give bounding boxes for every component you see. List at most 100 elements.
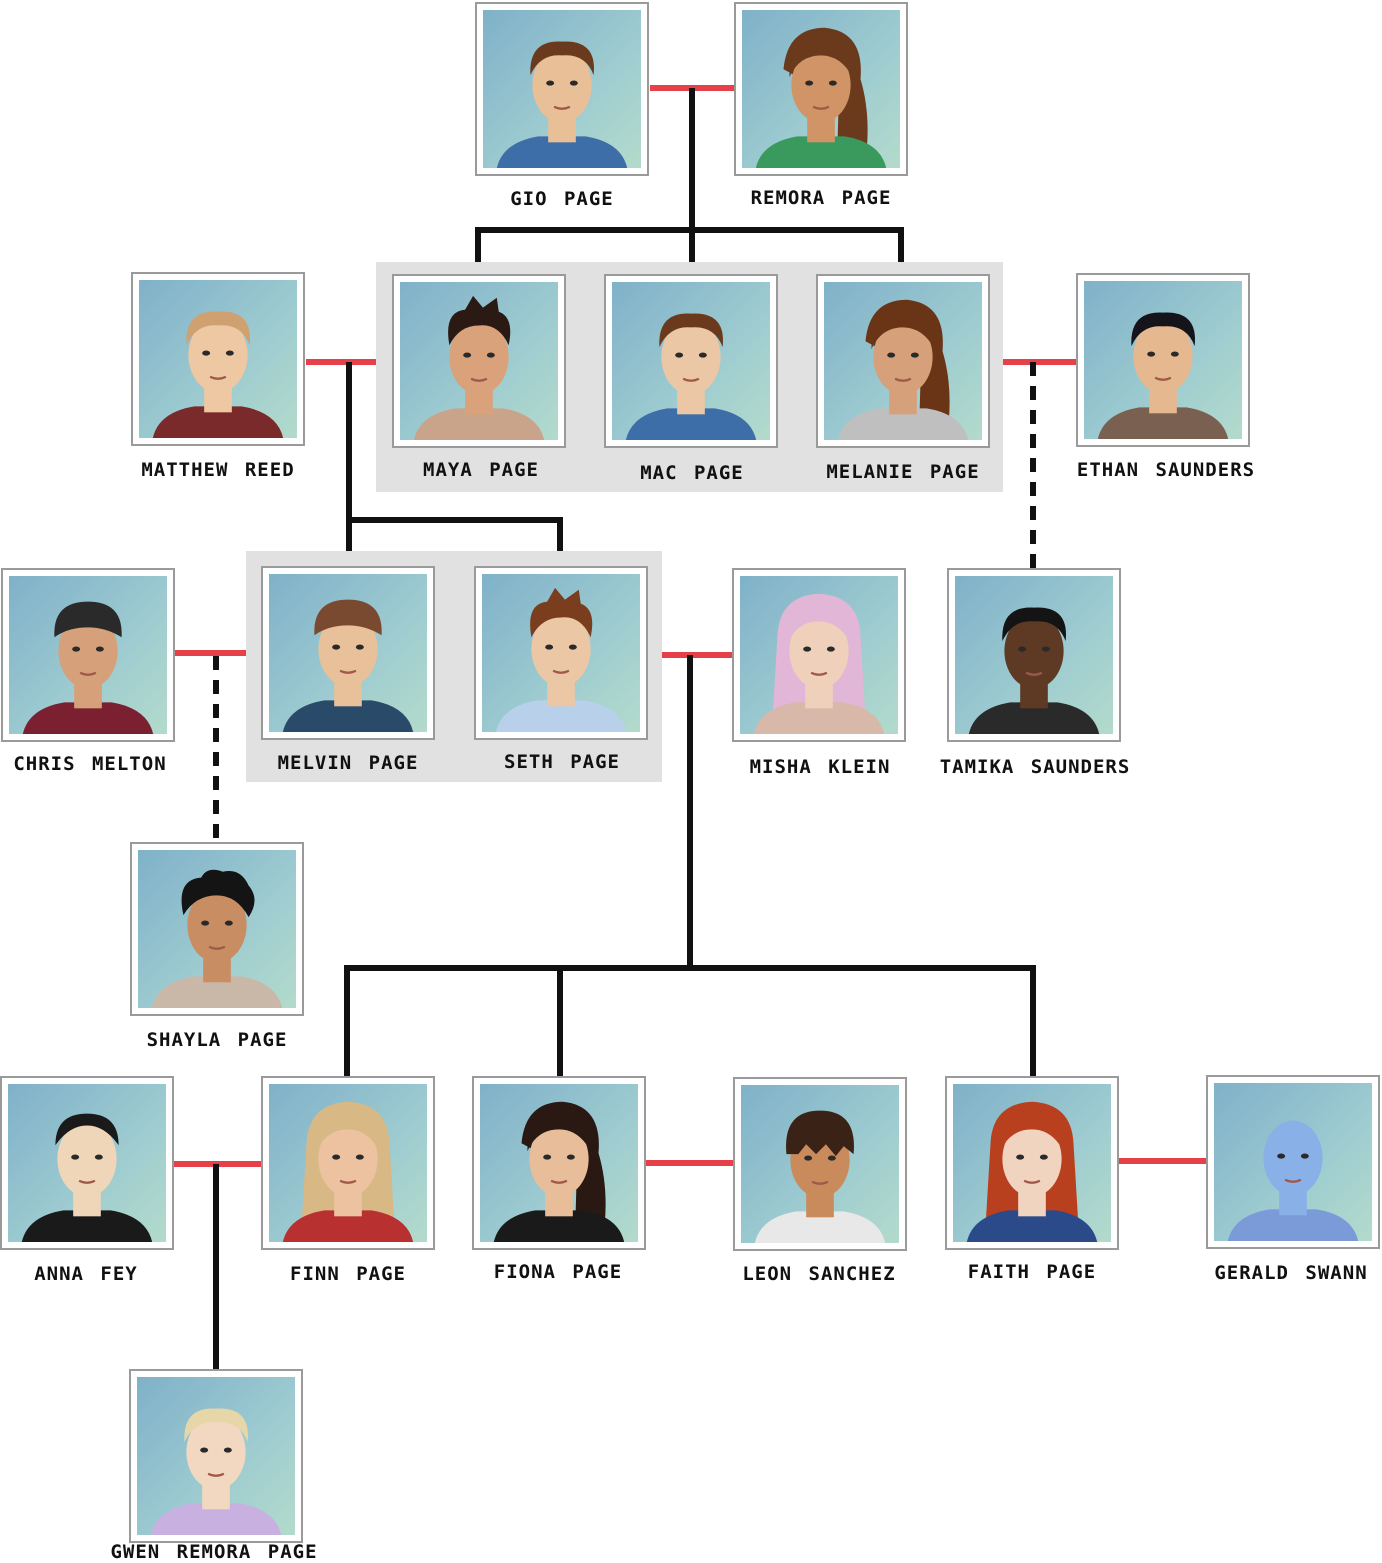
- name-finn-page: FINN PAGE: [290, 1263, 406, 1285]
- shirt-shape: [150, 1503, 282, 1535]
- right-eye-shape: [223, 1447, 232, 1453]
- right-eye-shape: [569, 80, 578, 86]
- mouth-shape: [682, 377, 700, 382]
- shirt-shape: [282, 700, 414, 732]
- left-eye-shape: [887, 352, 896, 358]
- portrait-drawing: [625, 313, 757, 440]
- hair-top-shape: [314, 599, 382, 636]
- name-melanie-page: MELANIE PAGE: [826, 461, 980, 483]
- name-remora-page: REMORA PAGE: [750, 187, 892, 209]
- right-eye-shape: [1170, 351, 1179, 357]
- card-finn-page[interactable]: [261, 1076, 435, 1250]
- mouth-shape: [339, 669, 357, 674]
- portrait-image: [482, 574, 640, 732]
- face-shape: [529, 1121, 589, 1197]
- face-shape: [789, 613, 849, 689]
- name-faith-page: FAITH PAGE: [967, 1261, 1097, 1283]
- card-ethan-saunders[interactable]: [1076, 273, 1250, 447]
- mouth-shape: [207, 1472, 225, 1477]
- right-eye-shape: [1300, 1153, 1309, 1159]
- card-melvin-page[interactable]: [261, 566, 435, 740]
- portrait-image: [742, 10, 900, 168]
- mouth-shape: [209, 375, 227, 380]
- card-faith-page[interactable]: [945, 1076, 1119, 1250]
- shirt-shape: [282, 1210, 414, 1242]
- card-mac-page[interactable]: [604, 274, 778, 448]
- left-eye-shape: [803, 646, 812, 652]
- portrait-drawing: [966, 1101, 1098, 1242]
- name-shayla-page: SHAYLA PAGE: [146, 1029, 288, 1051]
- portrait-drawing: [282, 1101, 414, 1242]
- hair-top-shape: [1002, 607, 1066, 642]
- left-eye-shape: [675, 352, 684, 358]
- card-anna-fey[interactable]: [0, 1076, 174, 1250]
- face-shape: [1263, 1120, 1323, 1196]
- right-eye-shape: [355, 1154, 364, 1160]
- portrait-image: [483, 10, 641, 168]
- card-matthew-reed[interactable]: [131, 272, 305, 446]
- right-eye-shape: [828, 80, 837, 86]
- portrait-image: [824, 282, 982, 440]
- hair-top-shape: [54, 601, 122, 638]
- card-gwen-remora-page[interactable]: [129, 1369, 303, 1543]
- portrait-drawing: [282, 599, 414, 732]
- shirt-shape: [625, 408, 757, 440]
- card-melanie-page[interactable]: [816, 274, 990, 448]
- face-shape: [1002, 1121, 1062, 1197]
- name-misha-klein: MISHA KLEIN: [749, 756, 891, 778]
- shirt-shape: [22, 702, 154, 734]
- left-eye-shape: [804, 1155, 813, 1161]
- mouth-shape: [812, 105, 830, 110]
- face-shape: [531, 611, 591, 687]
- portrait-image: [9, 576, 167, 734]
- portrait-image: [740, 576, 898, 734]
- right-eye-shape: [355, 644, 364, 650]
- shirt-shape: [754, 1211, 886, 1243]
- left-eye-shape: [332, 644, 341, 650]
- portrait-image: [741, 1085, 899, 1243]
- right-eye-shape: [826, 646, 835, 652]
- face-shape: [791, 47, 851, 123]
- card-fiona-page[interactable]: [472, 1076, 646, 1250]
- left-eye-shape: [1016, 1154, 1025, 1160]
- name-chris-melton: CHRIS MELTON: [13, 753, 167, 775]
- portrait-drawing: [755, 27, 887, 168]
- card-gerald-swann[interactable]: [1206, 1075, 1380, 1249]
- right-eye-shape: [224, 920, 233, 926]
- right-eye-shape: [910, 352, 919, 358]
- portrait-image: [269, 574, 427, 732]
- face-shape: [449, 319, 509, 395]
- card-misha-klein[interactable]: [732, 568, 906, 742]
- mouth-shape: [208, 945, 226, 950]
- card-chris-melton[interactable]: [1, 568, 175, 742]
- portrait-drawing: [152, 311, 284, 438]
- hair-top-shape: [786, 1110, 854, 1157]
- card-leon-sanchez[interactable]: [733, 1077, 907, 1251]
- face-shape: [1004, 613, 1064, 689]
- card-seth-page[interactable]: [474, 566, 648, 740]
- name-fiona-page: FIONA PAGE: [493, 1261, 623, 1283]
- hair-top-shape: [1000, 1115, 1064, 1152]
- portrait-image: [612, 282, 770, 440]
- card-shayla-page[interactable]: [130, 842, 304, 1016]
- mouth-shape: [550, 1179, 568, 1184]
- shirt-shape: [493, 1210, 625, 1242]
- face-shape: [187, 887, 247, 963]
- mouth-shape: [1025, 671, 1043, 676]
- face-shape: [873, 319, 933, 395]
- shirt-shape: [152, 406, 284, 438]
- card-remora-page[interactable]: [734, 2, 908, 176]
- card-maya-page[interactable]: [392, 274, 566, 448]
- card-gio-page[interactable]: [475, 2, 649, 176]
- name-seth-page: SETH PAGE: [504, 751, 620, 773]
- card-tamika-saunders[interactable]: [947, 568, 1121, 742]
- mouth-shape: [1154, 376, 1172, 381]
- portrait-drawing: [495, 587, 627, 732]
- hair-top-shape: [1131, 312, 1195, 347]
- hair-top-shape: [181, 869, 255, 918]
- face-shape: [57, 1121, 117, 1197]
- face-shape: [532, 47, 592, 123]
- shirt-shape: [755, 136, 887, 168]
